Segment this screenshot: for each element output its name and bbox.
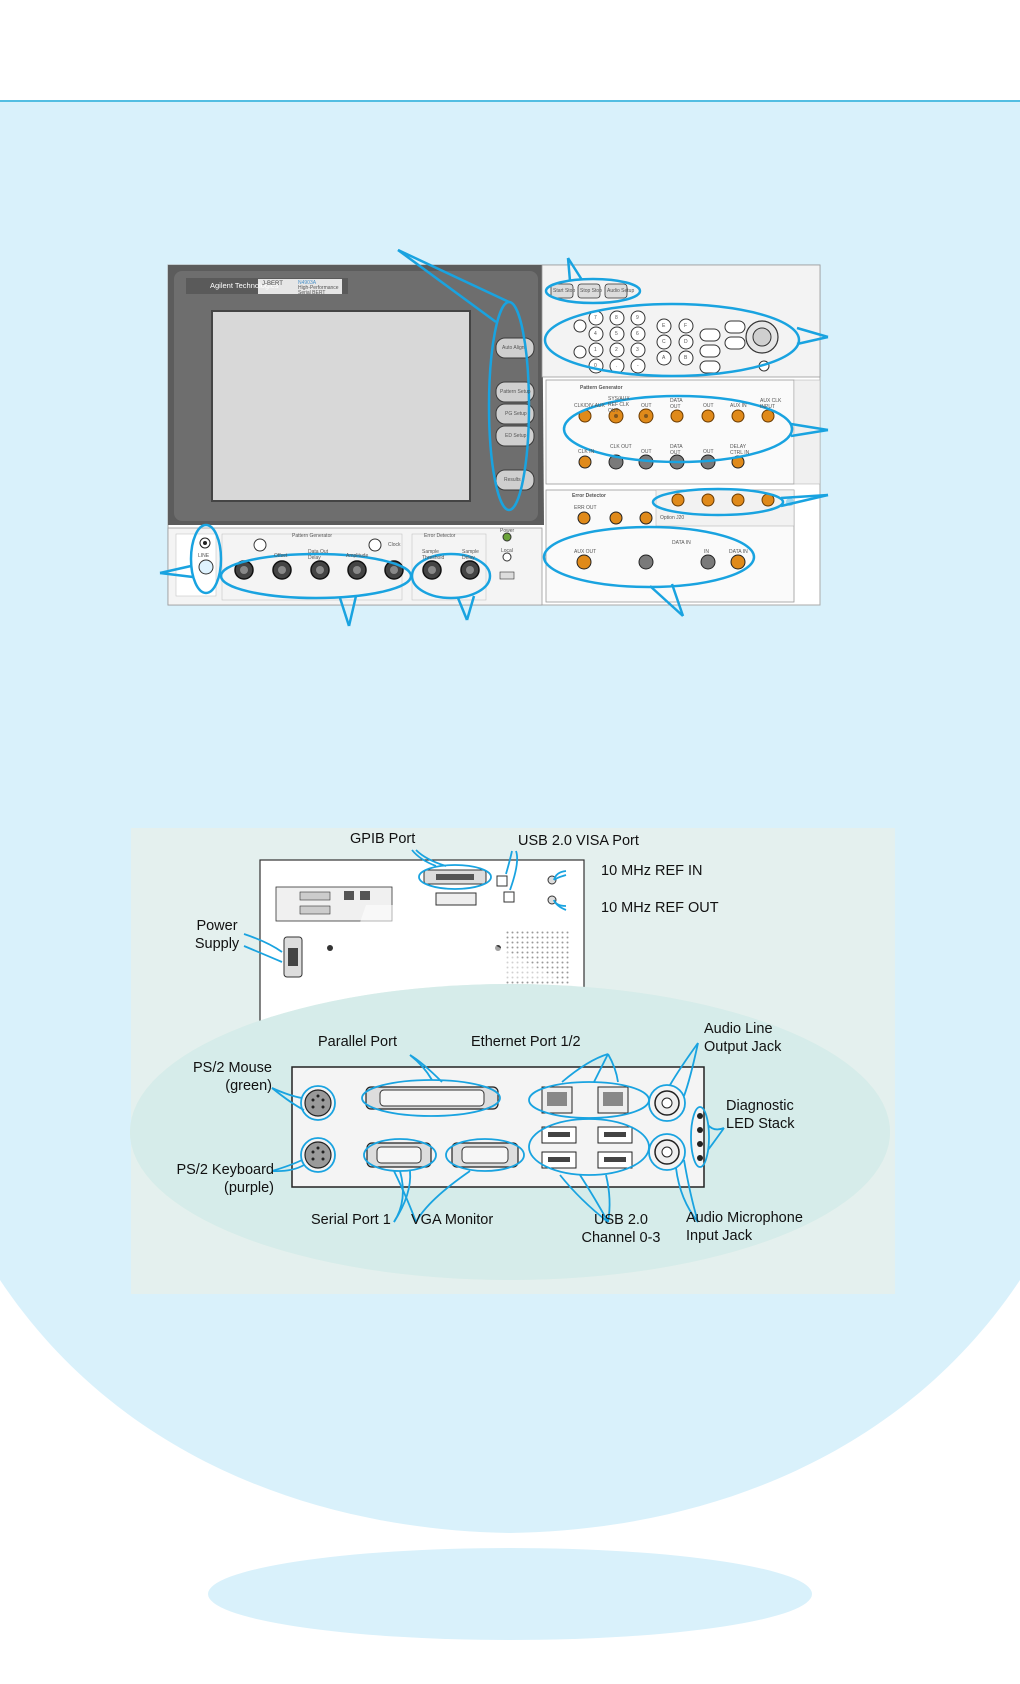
bottom-ed-label-2: Sample Delay [462, 549, 479, 561]
pg-r2-label-1: CLK IN [578, 449, 595, 455]
pg-r1-label-1: CLK/DIV AUX [574, 403, 605, 409]
zoom-cone [340, 905, 560, 980]
ed-r2-label-4: DATA IN [729, 549, 748, 555]
key-8[interactable]: 8 [615, 315, 618, 321]
label-ps2-mouse-1: PS/2 Mouse [193, 1060, 272, 1076]
bottom-ed-title: Error Detector [424, 533, 456, 539]
key-6[interactable]: 6 [636, 331, 639, 337]
key-5[interactable]: 5 [615, 331, 618, 337]
bottom-pg-title: Pattern Generator [292, 533, 333, 539]
label-audio-mic-2: Input Jack [686, 1228, 753, 1244]
label-vga-monitor: VGA Monitor [411, 1212, 494, 1228]
label-serial-port: Serial Port 1 [311, 1212, 391, 1228]
label-power-supply-2: Supply [194, 936, 240, 952]
top-key-2-label[interactable]: Stop Stop [580, 288, 602, 294]
pg-r1-label-4: DATA OUT [670, 398, 683, 410]
top-key-1-label[interactable]: Start Stop [553, 288, 576, 294]
pg-r2-label-5: OUT [703, 449, 714, 455]
ed-r2-label-2: DATA IN [672, 540, 691, 546]
label-ps2-keyboard-1: PS/2 Keyboard [176, 1162, 274, 1178]
pg-r1-label-5: OUT [703, 403, 714, 409]
label-usb-channel-1: USB 2.0 [594, 1212, 648, 1228]
model-text: J-BERT [262, 281, 283, 287]
line-label: LINE [198, 553, 210, 559]
ed-r2-label-3: IN [704, 549, 709, 555]
front-panel [167, 264, 821, 606]
soft-key-1-label[interactable]: Auto Align [502, 345, 525, 351]
key-1[interactable]: 1 [594, 347, 597, 353]
label-ps2-keyboard-2: (purple) [224, 1180, 274, 1196]
key-f[interactable]: F [684, 323, 688, 329]
label-usb-channel-2: Channel 0-3 [581, 1230, 661, 1246]
key-4[interactable]: 4 [594, 331, 597, 337]
label-audio-line-2: Output Jack [704, 1039, 782, 1055]
key-9[interactable]: 9 [636, 315, 639, 321]
rear-callouts [243, 849, 725, 1223]
ed-r2-label-1: AUX OUT [574, 549, 597, 555]
ed-r1-label-1: ERR OUT [574, 505, 597, 511]
soft-key-3-label[interactable]: PG Setup [505, 411, 527, 417]
key-a[interactable]: A [662, 355, 666, 361]
bottom-pg-label-3: Amplitude [346, 553, 369, 559]
key-b[interactable]: B [684, 355, 688, 361]
io-panel [291, 1066, 705, 1188]
pg-r1-label-3: OUT [641, 403, 652, 409]
key-3[interactable]: 3 [636, 347, 639, 353]
option-text: Option J20 [660, 515, 685, 521]
model-desc1: High-Performance [298, 285, 339, 291]
label-diagnostic-1: Diagnostic [726, 1098, 794, 1114]
key-0[interactable]: 0 [594, 363, 597, 369]
soft-key-2-label[interactable]: Pattern Setup [500, 389, 531, 395]
label-usb-visa-port: USB 2.0 VISA Port [518, 833, 639, 849]
front-callouts [159, 248, 829, 627]
bottom-pg-label-2: Data Out Delay [308, 549, 329, 561]
key-minus[interactable]: - [637, 363, 639, 369]
brand-text: Agilent Technologies [210, 281, 279, 290]
label-audio-line-1: Audio Line [704, 1021, 773, 1037]
model-sub-text: N4903A [298, 280, 317, 286]
pg-r1-label-6: AUX IN [730, 403, 747, 409]
key-dot[interactable]: . [616, 363, 618, 369]
soft-key-4-label[interactable]: ED Setup [505, 433, 527, 439]
key-d[interactable]: D [684, 339, 688, 345]
pg-r1-label-7: AUX CLK INPUT [760, 398, 782, 410]
pg-r2-label-3: OUT [641, 449, 652, 455]
ed-section-title: Error Detector [572, 493, 606, 499]
label-ethernet-port: Ethernet Port 1/2 [471, 1034, 581, 1050]
label-power-supply-1: Power [196, 918, 238, 934]
bottom-pg-label-1: Offset [274, 553, 288, 559]
label-gpib-port: GPIB Port [350, 831, 416, 847]
model-desc2: Serial BERT [298, 290, 326, 296]
key-7[interactable]: 7 [594, 315, 597, 321]
bottom-ellipse [208, 1548, 812, 1640]
label-10mhz-ref-in: 10 MHz REF IN [601, 863, 703, 879]
label-diagnostic-2: LED Stack [726, 1116, 795, 1132]
label-parallel-port: Parallel Port [318, 1034, 397, 1050]
pg-r2-label-2: CLK OUT [610, 444, 632, 450]
top-key-3-label[interactable]: Audio Setup [607, 288, 635, 294]
pg-section-title: Pattern Generator [580, 385, 623, 391]
soft-key-5-label[interactable]: Results [504, 477, 521, 483]
label-ps2-mouse-2: (green) [225, 1078, 272, 1094]
label-audio-mic-1: Audio Microphone [686, 1210, 803, 1226]
bottom-pg-label-4: Clock [388, 542, 401, 548]
pg-r2-label-4: DATA OUT [670, 444, 683, 456]
pg-r1-label-2: SYS/AUX REF CLK OUT [608, 396, 630, 414]
key-e[interactable]: E [662, 323, 666, 329]
local-label: Local [501, 548, 513, 554]
key-c[interactable]: C [662, 339, 666, 345]
power-label: Power [500, 528, 515, 534]
pg-r2-label-6: DELAY CTRL IN [730, 444, 750, 456]
label-10mhz-ref-out: 10 MHz REF OUT [601, 900, 719, 916]
key-2[interactable]: 2 [615, 347, 618, 353]
bottom-ed-label-1: Sample Threshold [422, 549, 445, 561]
